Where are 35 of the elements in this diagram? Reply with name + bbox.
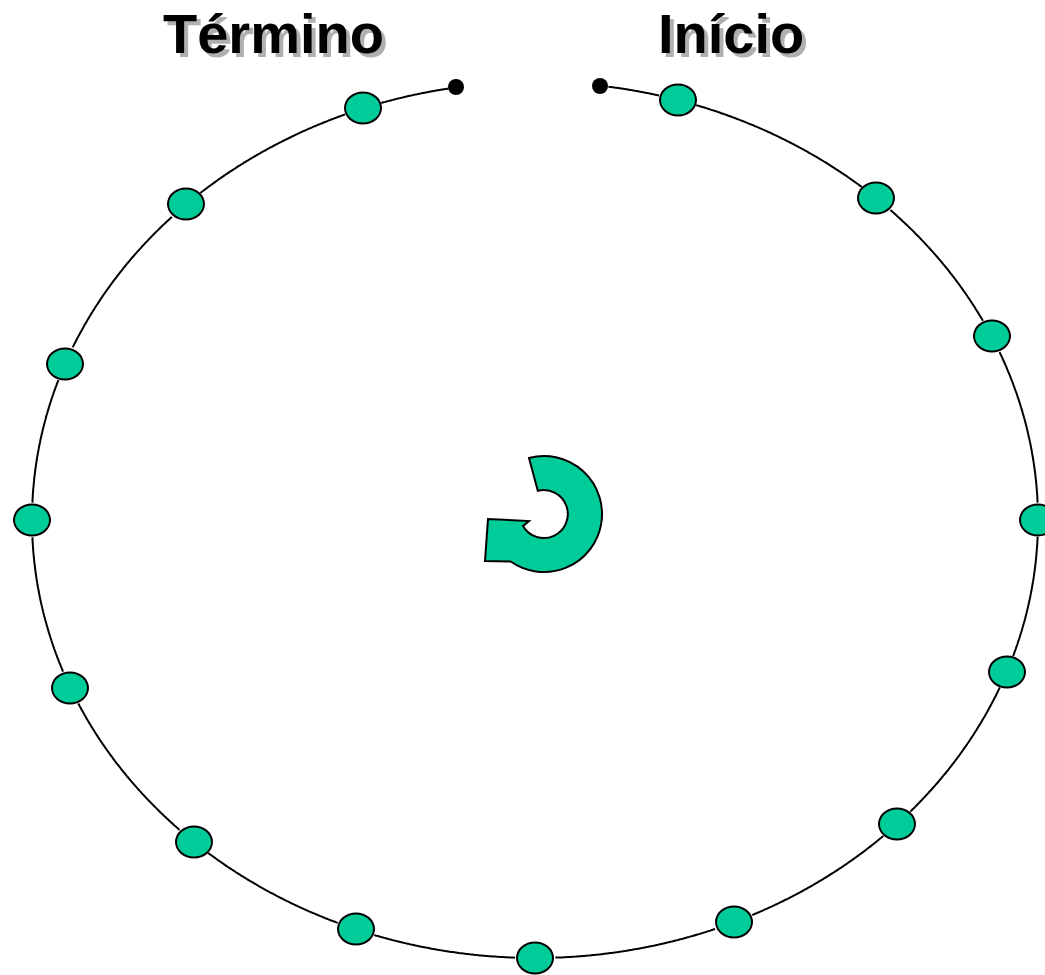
- connector-line: [751, 835, 885, 917]
- point-label: Término: [163, 1, 384, 67]
- connector-line: [373, 934, 517, 959]
- circle-marker: [878, 807, 917, 841]
- circle-marker: [174, 825, 213, 859]
- connector-line: [380, 87, 450, 104]
- point-label: Início: [658, 1, 805, 67]
- connector-line: [607, 85, 661, 97]
- connector-line: [1012, 535, 1039, 658]
- connector-line: [695, 104, 863, 188]
- circle-marker: [51, 671, 90, 705]
- circle-marker: [13, 503, 51, 537]
- end-dot: [591, 77, 608, 94]
- connector-line: [889, 209, 984, 322]
- connector-line: [31, 536, 65, 673]
- circle-marker: [336, 912, 375, 946]
- circle-marker: [46, 347, 85, 381]
- circle-marker: [972, 319, 1011, 353]
- connector-line: [199, 113, 346, 194]
- circle-marker: [857, 181, 896, 215]
- connector-line: [77, 702, 181, 831]
- connector-line: [31, 379, 60, 504]
- circle-marker: [714, 905, 753, 939]
- connector-line: [998, 351, 1039, 504]
- circle-marker: [658, 83, 697, 117]
- circle-marker: [167, 187, 206, 221]
- circle-marker: [516, 941, 554, 975]
- circle-marker: [343, 91, 382, 125]
- end-dot: [448, 79, 465, 96]
- connector-line: [71, 215, 173, 349]
- connector-line: [207, 852, 339, 924]
- connector-line: [554, 928, 716, 959]
- circle-marker: [1019, 503, 1045, 537]
- connector-line: [909, 686, 1001, 813]
- circle-marker: [987, 655, 1026, 689]
